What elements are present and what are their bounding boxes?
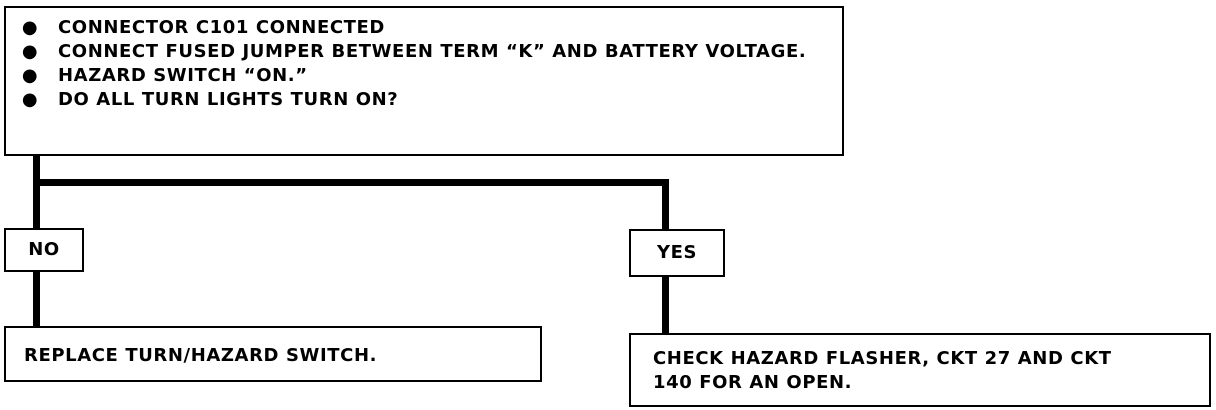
no-label-text: NO [28, 239, 60, 260]
bullet-icon: ● [21, 41, 39, 62]
bullet-icon: ● [21, 65, 39, 86]
step-item: ● HAZARD SWITCH “ON.” [20, 64, 832, 88]
yes-branch-label: YES [629, 229, 725, 277]
connector-to-no [33, 184, 40, 230]
bullet-icon: ● [21, 17, 39, 38]
step-text: HAZARD SWITCH “ON.” [58, 65, 308, 86]
connector-yes-to-result [662, 275, 669, 335]
no-result-text: REPLACE TURN/HAZARD SWITCH. [24, 345, 378, 366]
step-text: DO ALL TURN LIGHTS TURN ON? [58, 89, 399, 110]
no-branch-label: NO [4, 228, 84, 272]
yes-label-text: YES [656, 242, 698, 263]
step-item: ● CONNECTOR C101 CONNECTED [20, 16, 832, 40]
connector-horizontal [33, 179, 669, 186]
question-box: ● CONNECTOR C101 CONNECTED ● CONNECT FUS… [4, 6, 844, 156]
connector-to-yes [662, 184, 669, 231]
yes-result-line-1: CHECK HAZARD FLASHER, CKT 27 AND CKT [653, 348, 1112, 369]
connector-trunk [33, 156, 40, 186]
yes-result-box: CHECK HAZARD FLASHER, CKT 27 AND CKT 140… [629, 333, 1211, 407]
step-text: CONNECT FUSED JUMPER BETWEEN TERM “K” AN… [58, 41, 807, 62]
bullet-icon: ● [21, 89, 39, 110]
step-item: ● CONNECT FUSED JUMPER BETWEEN TERM “K” … [20, 40, 832, 64]
connector-no-to-result [33, 270, 40, 328]
no-result-box: REPLACE TURN/HAZARD SWITCH. [4, 326, 542, 382]
yes-result-line-2: 140 FOR AN OPEN. [653, 372, 853, 393]
step-item: ● DO ALL TURN LIGHTS TURN ON? [20, 88, 832, 112]
step-text: CONNECTOR C101 CONNECTED [58, 17, 385, 38]
